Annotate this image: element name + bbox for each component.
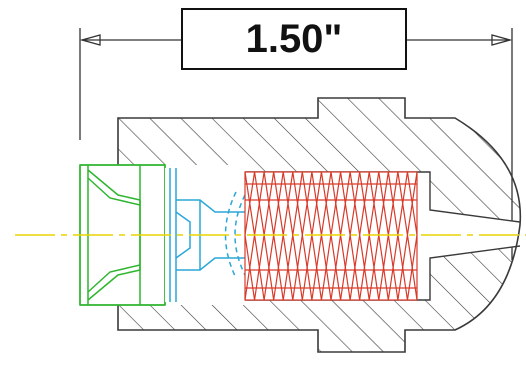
thread-tooth [378, 234, 399, 301]
thread-tooth [397, 234, 418, 301]
thread-tooth [339, 234, 361, 301]
thread-tooth [301, 171, 323, 236]
thread-tooth [282, 234, 303, 301]
thread-tooth [359, 234, 380, 301]
dimension-label-box: 1.50" [181, 8, 407, 70]
thread-tooth [263, 234, 284, 301]
dimension-label: 1.50" [245, 16, 343, 61]
thread-tooth [244, 171, 265, 236]
thread-tooth [397, 171, 418, 236]
thread-tooth [320, 234, 342, 301]
dimension-arrow-left [79, 34, 101, 46]
thread-tooth [320, 171, 342, 236]
thread-tooth [263, 171, 284, 236]
dimension-arrow-right [491, 34, 513, 46]
thread-tooth [339, 171, 361, 236]
thread-tooth [301, 234, 323, 301]
thread-tooth [359, 171, 380, 236]
thread-tooth [282, 234, 303, 301]
thread-tooth [244, 234, 265, 301]
thread-tooth [282, 171, 303, 236]
body-outline [117, 97, 522, 353]
thread-tooth [378, 171, 399, 236]
thread-tooth [397, 234, 418, 301]
thread-section-red [244, 171, 418, 301]
thread-tooth [339, 234, 361, 301]
